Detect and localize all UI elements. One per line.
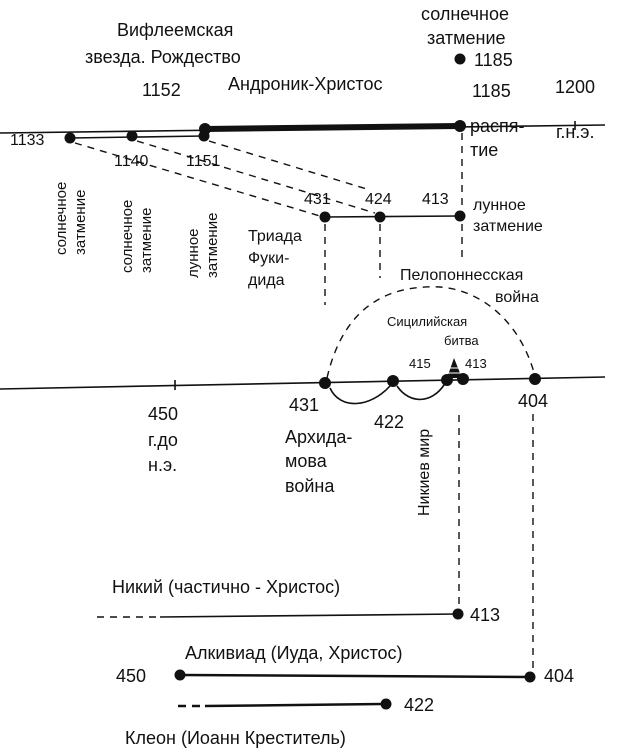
year-413-top: 413 (422, 191, 449, 208)
archidamian-3: война (285, 476, 335, 496)
dot-422-bc (387, 375, 399, 387)
thucydides-row-line (324, 215, 461, 218)
era-bc-1: г.до (148, 430, 178, 450)
nicias-end-dot (452, 608, 464, 620)
year-1133: 1133 (10, 132, 45, 149)
dot-424 (374, 211, 386, 223)
year-1185: 1185 (472, 81, 511, 101)
year-1200: 1200 (555, 77, 595, 97)
era-ad: г.н.э. (556, 122, 595, 142)
alcibiades-end-dot (524, 671, 536, 683)
triad-3: дида (248, 272, 285, 289)
nicias-end-year: 413 (470, 605, 500, 625)
year-1152: 1152 (142, 80, 181, 100)
dot-431 (319, 211, 331, 223)
event-1140: солнечное затмение (119, 200, 155, 273)
solar-eclipse-top-1: солнечное (421, 4, 509, 24)
nicias-line (159, 613, 459, 618)
ancient-axis (0, 376, 606, 390)
dot-1151 (198, 130, 210, 142)
andronicus-label: Андроник-Христос (228, 74, 382, 94)
lunar-eclipse-1: лунное (473, 197, 526, 214)
era-bc-2: н.э. (148, 455, 177, 475)
crucifixion-2: тие (470, 140, 498, 160)
peloponnesian-2: война (495, 289, 539, 306)
event-1133: солнечное затмение (53, 182, 89, 255)
year-424-top: 424 (365, 191, 392, 208)
dot-413 (454, 210, 466, 222)
event-1151: лунное затмение (185, 213, 221, 278)
year-431-bc: 431 (289, 395, 319, 415)
map-1133-431 (74, 142, 321, 217)
solar-eclipse-top-2: затмение (427, 28, 506, 48)
year-415: 415 (409, 356, 431, 371)
cleon-label: Клеон (Иоанн Креститель) (125, 728, 346, 748)
andronicus-span (204, 123, 461, 132)
sicilian-2: битва (444, 333, 479, 348)
year-450-bc: 450 (148, 404, 178, 424)
alcibiades-label: Алкивиад (Иуда, Христос) (185, 643, 403, 663)
nicias-peace-arc (396, 384, 445, 401)
peloponnesian-1: Пелопоннесская (400, 267, 523, 284)
peloponnesian-war-arc (326, 286, 536, 379)
year-413-bc: 413 (465, 356, 487, 371)
triad-2: Фуки- (248, 250, 289, 267)
event-1151-line1: лунное (185, 228, 202, 278)
year-1140: 1140 (114, 153, 149, 170)
dot-1133 (64, 132, 76, 144)
sicilian-1: Сицилийская (387, 314, 467, 329)
dot-404-bc (529, 373, 541, 385)
event-1133-line2: затмение (72, 190, 89, 255)
dot-415-bc (441, 374, 453, 386)
year-404-bc: 404 (518, 391, 548, 411)
event-1151-line2: затмение (204, 213, 221, 278)
cleon-end-year: 422 (404, 695, 434, 715)
map-1151-413 (208, 140, 371, 191)
alcibiades-start-year: 450 (116, 666, 146, 686)
year-431-top: 431 (304, 191, 331, 208)
eclipse-year: 1185 (474, 50, 513, 70)
year-422-bc: 422 (374, 412, 404, 432)
archidamian-1: Архида- (285, 427, 352, 447)
alcibiades-end-year: 404 (544, 666, 574, 686)
event-1140-line1: солнечное (119, 200, 136, 273)
lunar-eclipse-2: затмение (473, 218, 543, 235)
event-1133-line1: солнечное (53, 182, 70, 255)
nicias-label: Никий (частично - Христос) (112, 577, 340, 597)
dot-1140 (126, 130, 138, 142)
triad-1: Триада (248, 228, 302, 245)
bethlehem-label-1: Вифлеемская (117, 20, 233, 40)
cleon-end-dot (380, 698, 392, 710)
dot-413-bc (457, 373, 469, 385)
dot-1185 (454, 120, 466, 132)
dot-431-bc (319, 377, 331, 389)
nicias-peace: Никиев мир (416, 429, 433, 516)
alcibiades-start-dot (174, 669, 186, 681)
event-1140-line2: затмение (138, 208, 155, 273)
cleon-line (204, 702, 387, 708)
eclipse-1185-dot (454, 53, 466, 65)
archidamian-arc (329, 385, 391, 405)
bethlehem-label-2: звезда. Рождество (85, 47, 241, 67)
map-1140-424 (136, 140, 376, 214)
alcibiades-line (179, 673, 531, 679)
crucifixion-1: распя- (470, 116, 525, 136)
archidamian-2: мова (285, 451, 328, 471)
